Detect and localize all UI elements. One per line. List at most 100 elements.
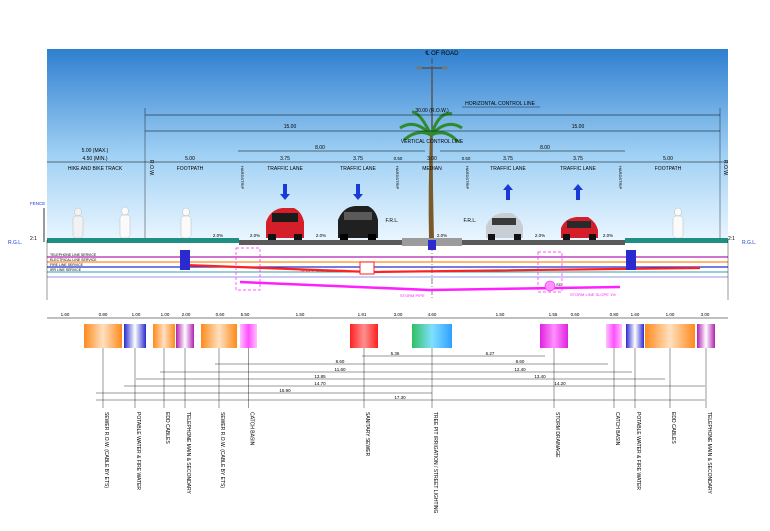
- ground-strip: [47, 238, 239, 243]
- frl-right-label: F.R.L.: [463, 218, 476, 224]
- offset-dim: 11.60: [335, 367, 346, 372]
- utility-dim: 1.50: [496, 312, 505, 317]
- car-red-left-icon: [266, 208, 304, 240]
- utility-dim: 4.60: [428, 312, 437, 317]
- down-arrow-icon: [353, 184, 363, 200]
- offset-dim: 17.30: [394, 395, 406, 400]
- utility-dim: 0.60: [571, 312, 580, 317]
- utility-label: EDD CABLES: [164, 412, 170, 444]
- utility-labels: SEWER R.O.W. (CABLE BY ETS) POTABLE WATER…: [103, 412, 712, 514]
- hardstrip-2: HARDSTRIP: [395, 166, 400, 189]
- utility-label: SEWER R.O.W. (CABLE BY ETS): [103, 412, 109, 488]
- up-arrow-icon: [503, 184, 513, 200]
- utility-box: [540, 324, 568, 348]
- utility-box: [697, 324, 715, 348]
- offset-dim: 12.40: [514, 367, 526, 372]
- storm-chamber-label: SD: [556, 282, 562, 287]
- car-silver-icon: [486, 213, 523, 240]
- utility-dim: 1.55: [549, 312, 558, 317]
- road-centerline-label: ℄ OF ROAD: [425, 51, 460, 57]
- utility-label: TELEPHONE MAIN & SECONDARY: [706, 412, 712, 495]
- half-left-dim: 15.00: [284, 124, 297, 130]
- utility-dim: 0.60: [216, 312, 225, 317]
- hike-bike-max: 5.00 (MAX.): [82, 148, 109, 154]
- utility-label: SEWER R.O.W. (CABLE BY ETS): [219, 412, 225, 488]
- hardstrip-dim-2: 0.50: [462, 156, 471, 161]
- ratio-left: 2:1: [30, 236, 37, 242]
- hardstrip-4: HARDSTRIP: [618, 166, 623, 189]
- footpath-left-dim: 5.00: [185, 156, 195, 162]
- traffic-lane-2: TRAFFIC LANE: [340, 166, 376, 172]
- median-dim: 3.00: [427, 156, 437, 162]
- median-label: MEDIAN: [422, 166, 442, 172]
- car-red-right-icon: [561, 217, 598, 240]
- road-left: [239, 240, 402, 245]
- utility-box: [201, 324, 237, 348]
- slope-1: 2.0%: [213, 233, 223, 238]
- footpath-left-label: FOOTPATH: [177, 166, 204, 172]
- utility-dim: 5.50: [241, 312, 250, 317]
- utility-dim: 1.00: [132, 312, 141, 317]
- half-right-dim: 15.00: [572, 124, 585, 130]
- utility-dim: 1.60: [61, 312, 70, 317]
- carriage-left-dim: 8.00: [315, 145, 325, 151]
- row-right-label: R.O.W.: [722, 160, 728, 176]
- sewer-slope-label: SEWER MIN. SLOPE 1%: [300, 268, 346, 273]
- utility-box: [153, 324, 175, 348]
- offset-dim: 8.60: [336, 359, 345, 364]
- lane-dim-4: 3.75: [573, 156, 583, 162]
- utility-label: EDD CABLES: [670, 412, 676, 444]
- row-left-label: R.O.W.: [148, 160, 154, 176]
- utility-dim: 0.80: [99, 312, 108, 317]
- total-row-dim: 30.00 (R.O.W.): [415, 108, 449, 114]
- service-lines: [47, 256, 728, 278]
- frl-left-label: F.R.L.: [385, 218, 398, 224]
- storm-pipe-label: STORM PIPE: [400, 293, 425, 298]
- traffic-lane-3: TRAFFIC LANE: [490, 166, 526, 172]
- offset-dim: 13.40: [534, 374, 546, 379]
- storm-slope-label: STORM LINE SLOPE 1%: [570, 292, 616, 297]
- lane-dim-2: 3.75: [353, 156, 363, 162]
- person-icon: [72, 207, 84, 239]
- utility-label: POTABLE WATER & FIRE WATER: [635, 412, 641, 490]
- vertical-control-line-label: VERTICAL CONTROL LINE: [401, 139, 464, 145]
- telephone-service-label: TELEPHONE LINE SERVICE: [50, 253, 97, 257]
- ratio-right: 2:1: [728, 236, 735, 242]
- traffic-lane-1: TRAFFIC LANE: [267, 166, 303, 172]
- utility-label: TELEPHONE MAIN & SECONDARY: [185, 412, 191, 495]
- utility-box: [84, 324, 122, 348]
- offset-dim: 5.36: [391, 351, 400, 356]
- utility-dim: 1.00: [666, 312, 675, 317]
- down-arrow-icon: [280, 184, 290, 200]
- lane-dim-1: 3.75: [280, 156, 290, 162]
- up-arrow-icon: [573, 184, 583, 200]
- utility-box: [240, 324, 257, 348]
- utility-dim: 1.50: [296, 312, 305, 317]
- traffic-lane-4: TRAFFIC LANE: [560, 166, 596, 172]
- utility-box: [645, 324, 695, 348]
- hardstrip-dim-1: 0.50: [394, 156, 403, 161]
- utility-dim: 1.00: [161, 312, 170, 317]
- person-icon: [672, 207, 684, 239]
- sewer-line: [184, 263, 701, 274]
- utility-box: [412, 324, 452, 348]
- hardstrip-1: HARDSTRIP: [240, 166, 245, 189]
- electrical-service-label: ELECTRICAL LINE SERVICE: [50, 258, 97, 262]
- slope-6: 2.0%: [603, 233, 613, 238]
- person-icon: [119, 206, 131, 239]
- utility-label: SANITARY SEWER: [364, 412, 370, 457]
- fence-label: FENCE: [30, 201, 45, 206]
- irr-service-label: IRR LINE SERVICE: [50, 268, 82, 272]
- slope-3: 2.0%: [316, 233, 326, 238]
- utility-label: CATCH BASIN: [614, 412, 620, 446]
- rgl-right-label: R.G.L.: [742, 240, 756, 246]
- hike-bike-label: HIKE AND BIKE TRACK: [68, 166, 123, 172]
- utility-label: POTABLE WATER & FIRE WATER: [135, 412, 141, 490]
- road-right: [462, 240, 625, 245]
- hardstrip-3: HARDSTRIP: [465, 166, 470, 189]
- car-black-icon: [338, 206, 378, 240]
- fire-service-label: FIRE LINE SERVICE: [50, 263, 84, 267]
- offset-dim: 13.85: [314, 374, 326, 379]
